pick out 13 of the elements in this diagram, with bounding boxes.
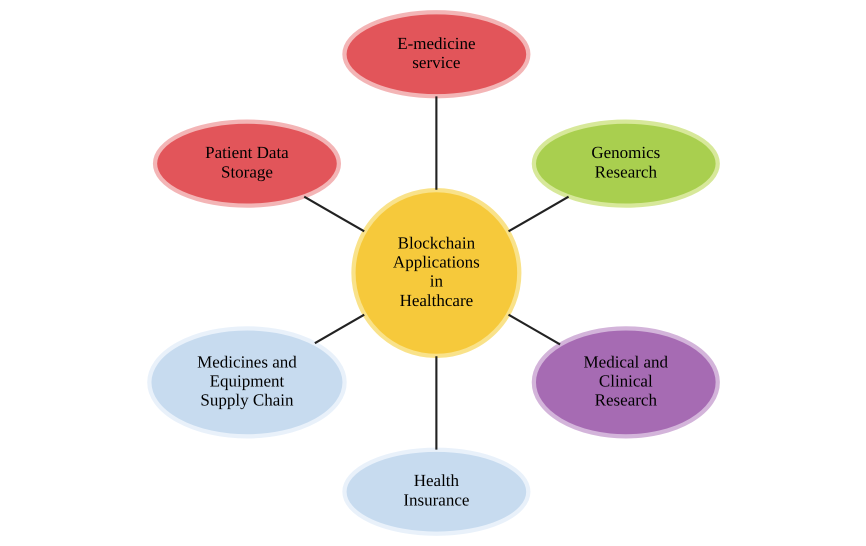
connector (434, 96, 437, 190)
connector (508, 196, 569, 232)
node-ellipse: Health Insurance (342, 448, 530, 536)
connector (434, 356, 437, 450)
node-ellipse: Medicines and Equipment Supply Chain (146, 326, 346, 438)
node-ellipse: Genomics Research (531, 120, 720, 208)
node-ellipse: Medical and Clinical Research (531, 326, 720, 438)
node-circle: Blockchain Applications in Healthcare (350, 188, 521, 358)
node-ellipse: Patient Data Storage (152, 120, 341, 208)
node-ellipse: E-medicine service (342, 10, 530, 98)
connector (314, 314, 364, 344)
connector (303, 196, 364, 232)
connector (508, 314, 560, 346)
